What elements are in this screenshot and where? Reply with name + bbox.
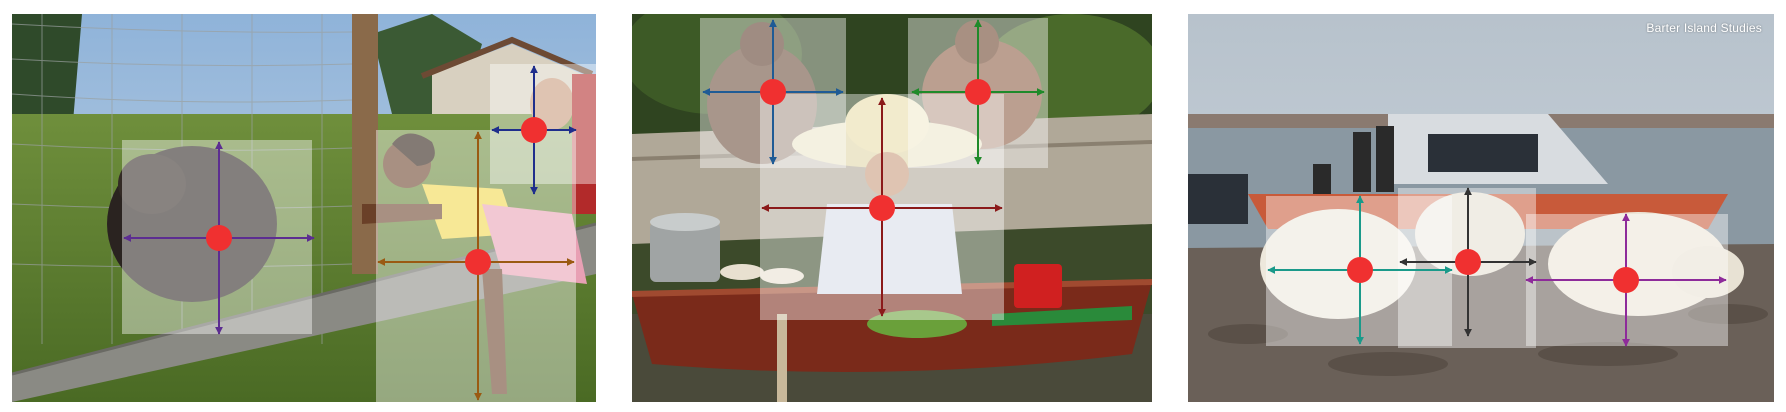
center-dot [206,225,232,251]
scene-boat-market [632,14,1152,402]
watermark-text: Barter Island Studies [1646,21,1762,35]
cross-arrow-marker [911,19,1045,165]
cross-arrow-marker [123,141,315,335]
panel-polar-bears: Barter Island Studies [1188,14,1774,402]
center-dot [1455,249,1481,275]
panel-boat-market [632,14,1152,402]
cross-arrow-marker [491,65,577,195]
center-dot [965,79,991,105]
cross-arrow-marker [761,97,1003,317]
center-dot [465,249,491,275]
cross-arrow-marker [702,19,844,165]
center-dot [521,117,547,143]
cross-arrow-marker [377,131,575,401]
cross-arrow-marker [1267,195,1453,345]
center-dot [1613,267,1639,293]
panel-bear-and-girl [12,14,596,402]
center-dot [760,79,786,105]
scene-bear-and-girl [12,14,596,402]
center-dot [869,195,895,221]
cross-arrow-marker [1525,213,1727,347]
scene-polar-bears [1188,14,1774,402]
center-dot [1347,257,1373,283]
cross-arrow-marker [1399,187,1537,337]
